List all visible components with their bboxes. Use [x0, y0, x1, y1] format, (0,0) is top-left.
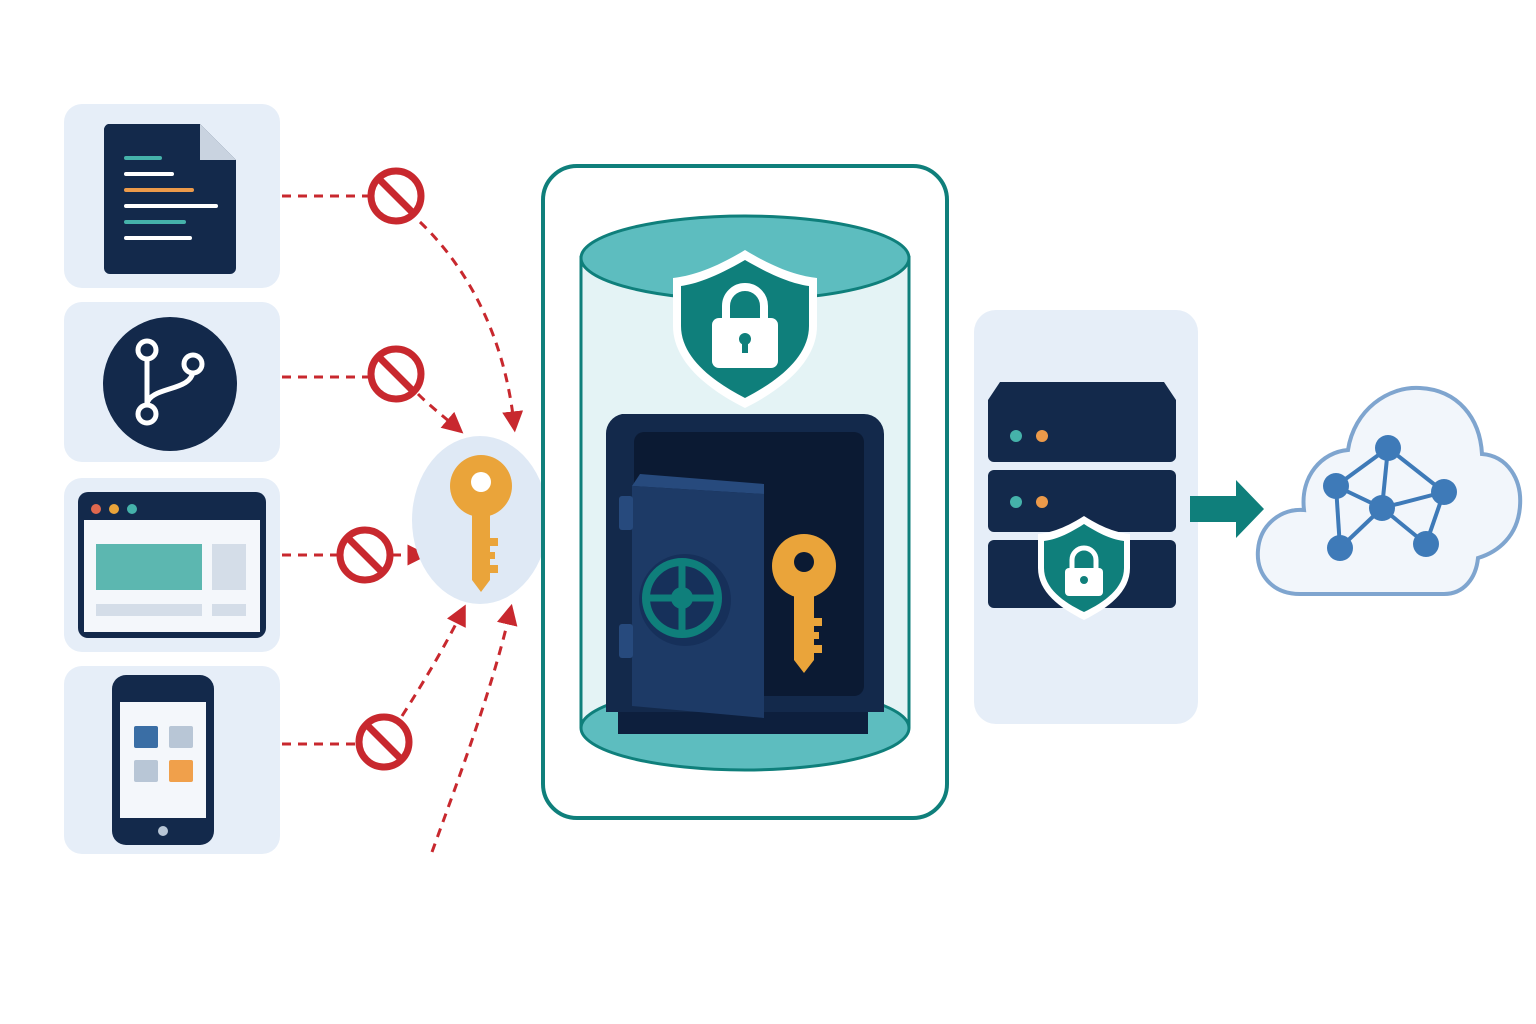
source-git-repository: [64, 302, 280, 462]
no-entry-icon: [367, 345, 425, 403]
no-entry-icon: [355, 713, 413, 771]
blocked-git-repository: [282, 345, 464, 434]
key-icon: [450, 455, 512, 592]
no-entry-icon: [336, 526, 394, 584]
source-config-file: [64, 104, 280, 288]
cloud-icon: [1255, 385, 1523, 596]
source-web-app: [64, 478, 280, 652]
server-rack-icon: [988, 382, 1176, 608]
shield-lock-icon: [673, 250, 817, 408]
secure-server: [974, 310, 1198, 724]
shield-lock-icon: [1038, 516, 1130, 620]
exposed-key: [412, 436, 548, 604]
secrets-vault: [541, 164, 949, 820]
blocked-config-file: [282, 167, 524, 433]
blocked-mobile-app: [282, 603, 518, 853]
blocked-web-app: [282, 526, 429, 584]
no-entry-icon: [367, 167, 425, 225]
network-graph-icon: [1323, 435, 1457, 561]
key-icon: [772, 534, 836, 673]
safe-dial-icon: [639, 554, 731, 646]
git-branch-icon: [103, 317, 237, 451]
blocked-paths: [282, 167, 524, 853]
browser-window-icon: [78, 492, 266, 638]
code-file-icon: [103, 124, 236, 274]
safe-icon: [605, 414, 884, 734]
cloud-service: [1255, 385, 1523, 596]
server-to-cloud-arrow: [1190, 480, 1264, 538]
mobile-phone-icon: [112, 675, 214, 845]
source-mobile-app: [64, 666, 280, 854]
